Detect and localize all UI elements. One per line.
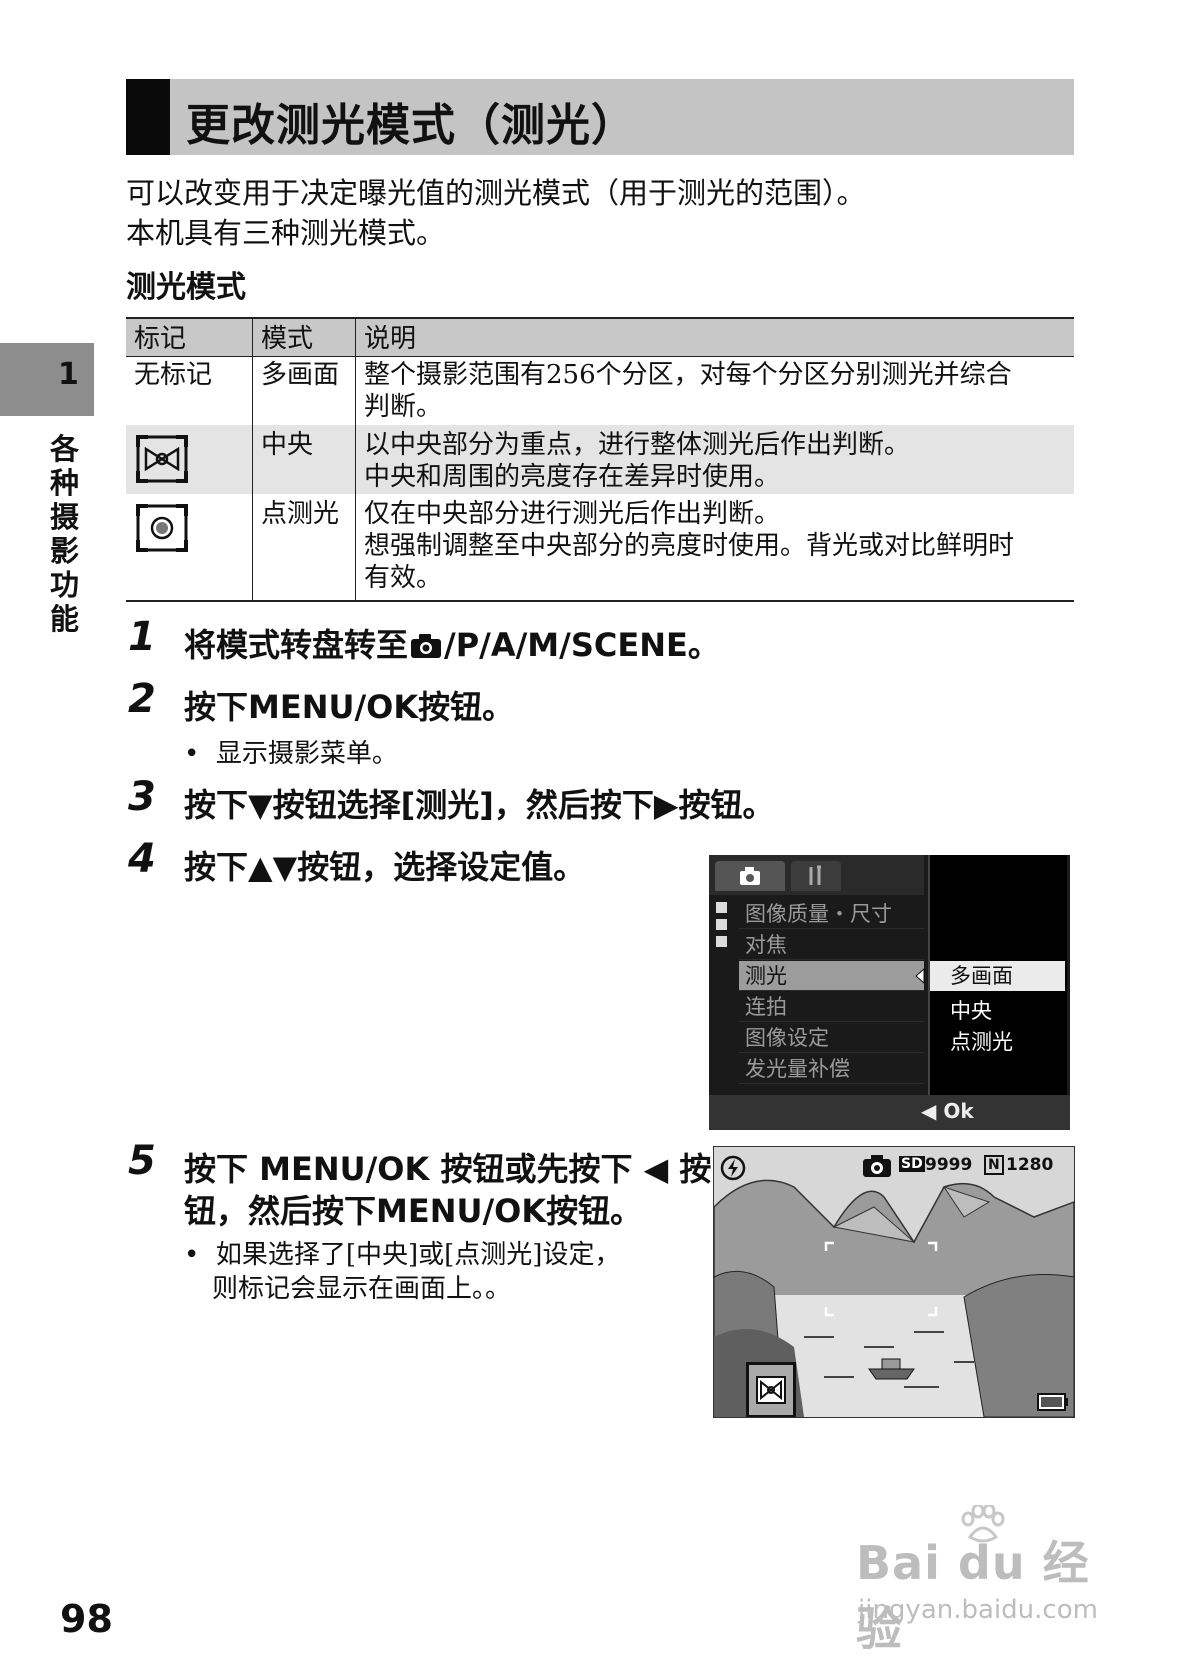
title-block-marker [126,79,170,155]
step-number: 3 [128,774,156,820]
menu-item: 图像质量・尺寸 [739,899,924,929]
table-row: 中央 以中央部分为重点，进行整体测光后作出判断。 中央和周围的亮度存在差异时使用… [126,425,1074,494]
option-item: 点测光 [950,1030,1013,1054]
battery-icon [1037,1393,1068,1411]
wrench-icon [809,865,821,885]
description-cell: 整个摄影范围有256个分区，对每个分区分别测光并综合 判断。 [364,359,1012,423]
title-bar: 更改测光模式（测光） [126,79,1074,155]
step-2-bullet: • 显示摄影菜单。 [184,739,398,769]
step-1-text: 将模式转盘转至/P/A/M/SCENE。 [184,620,720,666]
table-row: 点测光 仅在中央部分进行测光后作出判断。 想强制调整至中央部分的亮度时使用。背光… [126,494,1074,602]
menu-item: 发光量补偿 [739,1054,924,1084]
step-4-text: 按下▲▼按钮，选择设定值。 [184,848,586,886]
spot-metering-icon [136,504,188,552]
description-line: 中央和周围的亮度存在差异时使用。 [364,462,781,492]
page-indicator [716,902,727,913]
chapter-number: 1 [58,357,79,392]
sd-card-badge: SD [899,1156,925,1172]
table-header-description: 说明 [364,324,417,354]
quality-badge: N [984,1155,1004,1175]
camera-icon [411,634,442,658]
table-header-row: 标记 模式 说明 [126,317,1074,357]
option-selected: 多画面 [930,961,1065,991]
paw-icon [961,1505,1005,1543]
step-number: 4 [128,836,156,882]
menu-item: 对焦 [739,930,924,960]
watermark-brand: Bai du 经验 [856,1536,1090,1656]
bullet-text: 显示摄影菜单。 [215,739,398,769]
page-indicator [716,919,727,930]
table-header-mark: 标记 [134,324,187,354]
mode-cell: 中央 [261,430,314,460]
chapter-tab: 1 [0,343,94,416]
section-heading: 测光模式 [126,270,246,305]
landscape-scene [714,1147,1074,1417]
camera-live-view: SD 9999 N 1280 [713,1146,1075,1418]
mode-cell: 多画面 [261,360,340,390]
mark-cell: 无标记 [134,360,213,390]
menu-screenshot: 图像质量・尺寸 对焦 测光 连拍 图像设定 发光量补偿 多画面 中央 点测光 ◀… [709,855,1070,1130]
table-header-mode: 模式 [261,324,314,354]
menu-footer: ◀ Ok [709,1095,1070,1130]
step-1-post: /P/A/M/SCENE。 [444,626,720,664]
option-item: 中央 [950,999,992,1023]
step-5-bullet: • 如果选择了[中央]或[点测光]设定， [184,1240,621,1270]
page-title: 更改测光模式（测光） [186,100,636,151]
menu-item-selected: 测光 [739,961,924,991]
option-panel: 多画面 中央 点测光 [928,855,1067,1095]
step-1-pre: 将模式转盘转至 [184,626,409,664]
step-number: 2 [128,676,156,722]
ok-hint: ◀ Ok [921,1099,974,1123]
camera-icon [740,867,760,885]
step-5-line-1: 按下 MENU/OK 按钮或先按下 ◀ 按 [184,1150,712,1188]
description-cell: 以中央部分为重点，进行整体测光后作出判断。 中央和周围的亮度存在差异时使用。 [364,429,910,493]
menu-item: 图像设定 [739,1023,924,1053]
description-line: 想强制调整至中央部分的亮度时使用。背光或对比鲜明时 [364,531,1015,561]
camera-mode-icon [863,1155,891,1177]
table-row: 无标记 多画面 整个摄影范围有256个分区，对每个分区分别测光并综合 判断。 [126,355,1074,425]
menu-tab-bar [709,855,924,895]
description-line: 以中央部分为重点，进行整体测光后作出判断。 [364,430,911,460]
setup-tab [791,861,841,891]
shots-remaining: 9999 [925,1155,973,1175]
description-line: 仅在中央部分进行测光后作出判断。 [364,499,781,529]
image-size: 1280 [1006,1155,1054,1175]
center-weighted-metering-icon [756,1376,786,1404]
description-cell: 仅在中央部分进行测光后作出判断。 想强制调整至中央部分的亮度时使用。背光或对比鲜… [364,498,1014,594]
watermark-url: jingyan.baidu.com [858,1595,1098,1625]
step-number: 5 [128,1138,156,1184]
page-indicator [716,936,727,947]
step-5-line-2: 钮，然后按下MENU/OK按钮。 [184,1192,643,1230]
page-number: 98 [60,1597,113,1641]
metering-mode-indicator [746,1362,796,1417]
baidu-watermark: Bai du 经验 jingyan.baidu.com [856,1505,1136,1656]
step-5-bullet-continued: 则标记会显示在画面上。。 [212,1274,512,1304]
chevron-left-icon [915,968,925,984]
description-line: 整个摄影范围有256个分区，对每个分区分别测光并综合 [364,360,1012,390]
intro-line-1: 可以改变用于决定曝光值的测光模式（用于测光的范围）。 [126,176,866,210]
description-line: 判断。 [364,392,443,422]
step-2-text: 按下MENU/OK按钮。 [184,688,515,726]
menu-item: 连拍 [739,992,924,1022]
mode-cell: 点测光 [261,499,340,529]
flash-off-icon [720,1155,746,1181]
description-line: 有效。 [364,563,443,593]
center-weighted-metering-icon [136,435,188,483]
shooting-tab [715,861,785,891]
bullet-text: 如果选择了[中央]或[点测光]设定， [215,1240,621,1270]
chapter-title: 各种摄影功能 [50,432,80,636]
step-number: 1 [128,614,156,660]
step-3-text: 按下▼按钮选择[测光]，然后按下▶按钮。 [184,786,775,824]
intro-line-2: 本机具有三种测光模式。 [126,216,446,250]
